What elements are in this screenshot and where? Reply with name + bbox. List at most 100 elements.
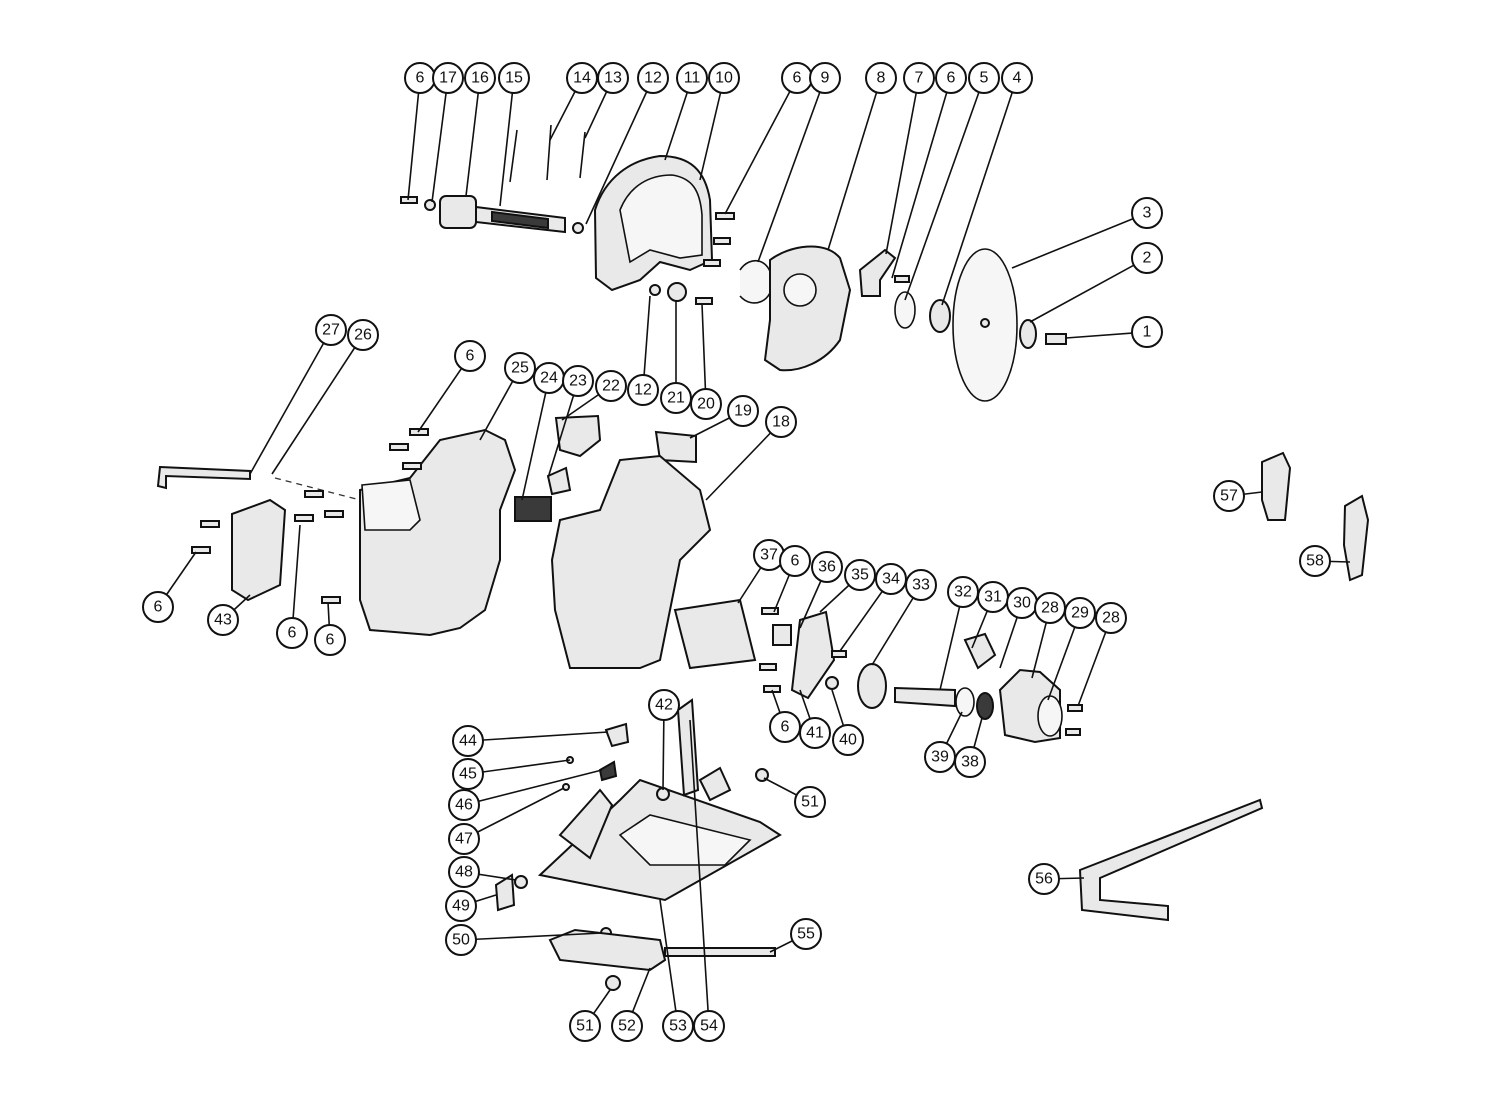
shaft-32 [894, 686, 956, 708]
callout-circle [314, 624, 346, 656]
callout-number: 51 [801, 794, 819, 811]
callout-11: 11 [664, 62, 708, 161]
callout-number: 28 [1102, 610, 1120, 627]
callout-52: 52 [611, 967, 651, 1042]
leader-line [689, 719, 710, 1027]
handle-grip [361, 479, 421, 531]
leader-line [891, 77, 952, 279]
leader-line [521, 377, 550, 501]
callout-number: 45 [459, 766, 477, 783]
screw-34 [831, 650, 847, 658]
callout-circle [454, 340, 486, 372]
callout-21: 21 [660, 300, 692, 414]
callout-number: 6 [781, 719, 790, 736]
spring-46 [598, 760, 618, 782]
callout-number: 6 [326, 632, 335, 649]
terminal-19 [654, 430, 697, 464]
callout-number: 50 [452, 932, 470, 949]
callout-circle [445, 924, 477, 956]
bearing-16 [439, 195, 477, 229]
leader-line [407, 77, 421, 201]
callout-number: 38 [961, 754, 979, 771]
callout-number: 20 [697, 396, 715, 413]
callout-number: 24 [540, 370, 558, 387]
callout-number: 55 [797, 926, 815, 943]
callout-circle [315, 314, 347, 346]
callout-6: 6 [142, 551, 197, 623]
callout-number: 34 [882, 571, 900, 588]
blade-bolt-1 [1045, 333, 1067, 345]
callout-51: 51 [763, 777, 826, 818]
washer-47 [562, 783, 570, 791]
callout-13: 13 [584, 62, 629, 139]
hex-key-27 [156, 465, 251, 490]
washer-12b [649, 284, 661, 296]
housing-half-25 [359, 428, 517, 637]
callout-number: 32 [954, 584, 972, 601]
switch-holder-22 [554, 414, 602, 458]
callout-circle [1095, 602, 1127, 634]
lever-49 [494, 873, 516, 912]
callout-circle [779, 545, 811, 577]
depth-bracket-54 [676, 698, 700, 797]
callout-circle [142, 591, 174, 623]
leader-line [460, 932, 603, 941]
callout-38: 38 [954, 717, 986, 778]
callout-5: 5 [904, 62, 1000, 301]
callout-number: 8 [877, 70, 886, 87]
callout-number: 6 [416, 70, 425, 87]
armature-36 [772, 624, 792, 646]
callout-17: 17 [431, 62, 464, 203]
callout-50: 50 [445, 924, 603, 956]
callout-number: 6 [154, 599, 163, 616]
callout-circle [1131, 316, 1163, 348]
bearing-38 [976, 692, 994, 720]
rip-fence-56 [1078, 798, 1264, 922]
callout-number: 17 [439, 70, 457, 87]
gear-33 [857, 663, 887, 709]
callout-4: 4 [941, 62, 1033, 306]
leader-line [467, 759, 571, 775]
leader-line [465, 77, 481, 197]
leader-line [705, 421, 782, 501]
callout-30: 30 [999, 587, 1038, 669]
bushing-21 [667, 282, 687, 302]
inner-flange-4 [929, 299, 951, 333]
callout-number: 11 [684, 70, 701, 87]
callout-number: 9 [821, 70, 830, 87]
callout-42: 42 [648, 689, 680, 791]
callout-circle [452, 758, 484, 790]
callout-circle [445, 890, 477, 922]
callout-number: 41 [806, 725, 824, 742]
accessories [1078, 451, 1370, 922]
motor-bracket-35 [790, 610, 836, 700]
leader-line [467, 731, 609, 742]
callout-circle [448, 823, 480, 855]
callout-number: 58 [1306, 553, 1324, 570]
leader-line [941, 77, 1018, 306]
outer-flange-2 [1019, 319, 1037, 349]
motor-assembly [673, 598, 1083, 744]
leader-line [724, 77, 798, 215]
callout-number: 6 [947, 70, 956, 87]
callout-26: 26 [271, 319, 379, 475]
lever-7 [858, 248, 897, 297]
callout-51: 51 [569, 989, 611, 1042]
callout-circle [708, 62, 740, 94]
callout-circle [690, 388, 722, 420]
callout-circle [799, 717, 831, 749]
callout-number: 10 [715, 70, 733, 87]
callout-53: 53 [659, 899, 694, 1042]
spring-23 [546, 466, 572, 496]
callout-circle [1131, 197, 1163, 229]
spring-9 [739, 259, 773, 304]
callout-48: 48 [448, 856, 517, 888]
callout-number: 27 [322, 322, 340, 339]
callout-number: 40 [839, 732, 857, 749]
callout-number: 33 [912, 577, 930, 594]
callout-number: 44 [459, 733, 477, 750]
callout-number: 23 [569, 373, 587, 390]
callout-number: 18 [772, 414, 790, 431]
callout-37: 37 [737, 539, 785, 604]
